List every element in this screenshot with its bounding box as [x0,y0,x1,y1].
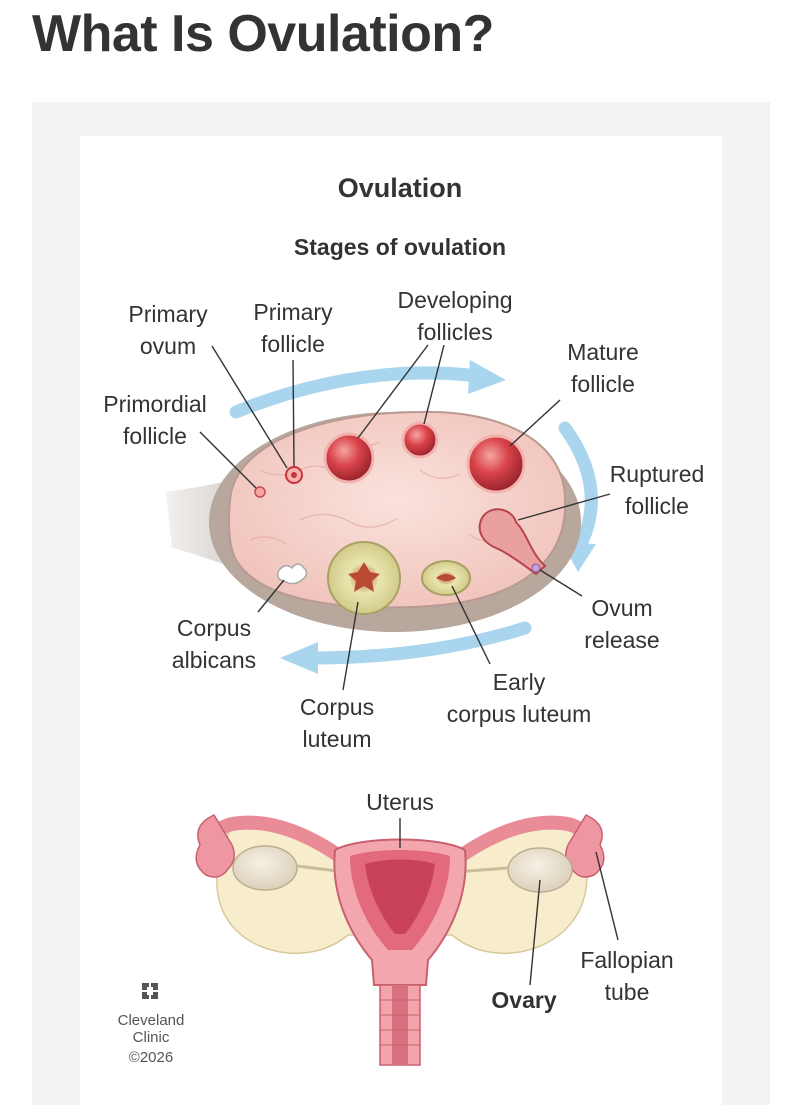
label-fallopian-tube-2: tube [605,979,650,1005]
arrow-bottom-head [280,642,318,674]
label-mature-follicle-1: Mature [567,339,639,365]
leader-lines [199,344,611,691]
label-corpus-albicans-1: Corpus [177,615,251,641]
label-uterus: Uterus [366,789,434,815]
label-primary-ovum-1: Primary [128,301,208,327]
credit-line-2: Clinic [133,1029,170,1046]
label-developing-follicles-2: follicles [417,319,492,345]
developing-follicle-2 [401,421,439,459]
credit-line-3: ©2026 [129,1049,173,1066]
label-fallopian-tube-1: Fallopian [580,947,673,973]
label-early-corpus-luteum-2: corpus luteum [447,701,591,727]
cross-logo-icon [142,983,158,999]
label-primordial-follicle-2: follicle [123,423,187,449]
credit-line-1: Cleveland [118,1012,185,1029]
diagram-title: Ovulation [338,173,463,203]
label-primary-follicle-2: follicle [261,331,325,357]
label-ruptured-follicle-1: Ruptured [610,461,705,487]
label-mature-follicle-2: follicle [571,371,635,397]
label-ruptured-follicle-2: follicle [625,493,689,519]
developing-follicle-1 [323,432,375,484]
cleveland-clinic-logo: Cleveland Clinic ©2026 [118,983,185,1066]
corpus-albicans-mark [276,563,308,585]
early-corpus-luteum-mark [421,560,471,596]
arrow-bottom [305,621,532,665]
label-ovary: Ovary [491,987,556,1013]
primordial-follicle-mark [254,486,266,498]
label-primordial-follicle-1: Primordial [103,391,207,417]
label-primary-ovum-2: ovum [140,333,196,359]
label-ovum-release-1: Ovum [591,595,652,621]
corpus-luteum-mark [327,541,401,615]
arrow-top-head [468,360,506,394]
label-ovum-release-2: release [584,627,659,653]
leader-fallopian-tube [595,851,619,941]
page-title: What Is Ovulation? [32,5,494,63]
label-primary-follicle-1: Primary [253,299,333,325]
uterus-illustration [195,814,605,1066]
leader-ovary [529,879,541,986]
cycle-arrows [229,366,598,665]
arrow-top [229,366,485,419]
label-corpus-luteum-2: luteum [302,726,371,752]
label-developing-follicles-1: Developing [397,287,512,313]
diagram-subtitle: Stages of ovulation [294,234,506,260]
label-corpus-albicans-2: albicans [172,647,256,673]
ovum-release-mark [531,563,541,573]
label-corpus-luteum-1: Corpus [300,694,374,720]
label-early-corpus-luteum-1: Early [493,669,546,695]
arrow-right [558,421,598,557]
mature-follicle-mark [466,434,526,494]
